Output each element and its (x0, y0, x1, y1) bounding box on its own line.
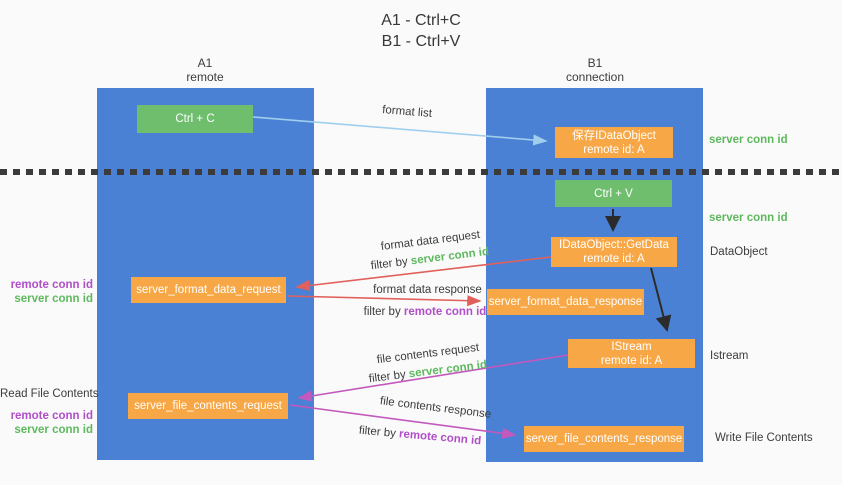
label-filter-remote-1: filter by remote conn id (340, 306, 510, 319)
label-read-file-contents: Read File Contents (0, 388, 99, 400)
right-column-role: connection (565, 70, 625, 84)
node-getdata-line2: remote id: A (583, 253, 645, 265)
node-ctrl-v: Ctrl + V (555, 180, 672, 207)
label-istream-side: Istream (710, 350, 749, 362)
label-filter-by-1: filter by (370, 255, 412, 273)
node-ctrl-v-label: Ctrl + V (594, 187, 633, 200)
label-server-conn-id-left-2: server conn id (14, 424, 93, 436)
label-filter-by-3: filter by (368, 368, 410, 386)
label-remote-conn-id-filter-1: remote conn id (403, 306, 487, 318)
node-istream: IStream remote id: A (568, 339, 695, 368)
node-istream-label: IStream remote id: A (601, 340, 662, 368)
label-server-conn-id-left-1: server conn id (14, 293, 93, 305)
node-istream-line1: IStream (611, 340, 652, 353)
node-save-dataobject-label: 保存IDataObject remote id: A (572, 129, 656, 157)
node-file-request: server_file_contents_request (128, 393, 288, 419)
label-conn-ids-left-1: remote conn id server conn id (0, 278, 93, 306)
label-server-conn-id-right-2: server conn id (709, 212, 788, 224)
label-dataobject: DataObject (710, 246, 768, 258)
node-format-request: server_format_data_request (131, 277, 286, 303)
node-ctrl-c: Ctrl + C (137, 105, 253, 133)
right-column-header: B1 connection (540, 56, 650, 84)
label-conn-ids-left-2: remote conn id server conn id (0, 409, 93, 437)
label-filter-by-4: filter by (358, 424, 400, 441)
label-remote-conn-id-left-2: remote conn id (10, 410, 93, 422)
label-format-list: format list (381, 104, 433, 120)
label-format-data-response: format data response (373, 284, 482, 296)
node-file-request-label: server_file_contents_request (134, 400, 282, 412)
node-getdata-line1: IDataObject::GetData (559, 239, 669, 251)
title-line-1: A1 - Ctrl+C (381, 12, 461, 29)
node-file-response: server_file_contents_response (524, 426, 684, 452)
left-column-header: A1 remote (150, 56, 260, 84)
node-format-response-label: server_format_data_response (488, 296, 643, 308)
node-save-dataobject-line2: remote id: A (583, 143, 645, 156)
left-column-role: remote (186, 70, 224, 84)
left-column-name: A1 (197, 56, 213, 70)
node-getdata: IDataObject::GetData remote id: A (551, 237, 677, 267)
diagram-title: A1 - Ctrl+C B1 - Ctrl+V (0, 10, 842, 52)
title-line-2: B1 - Ctrl+V (381, 33, 461, 50)
label-remote-conn-id-left-1: remote conn id (10, 279, 93, 291)
label-filter-by-2: filter by (363, 306, 404, 318)
node-format-request-label: server_format_data_request (136, 284, 281, 296)
node-save-dataobject-line1: 保存IDataObject (572, 129, 656, 142)
right-column-name: B1 (587, 56, 603, 70)
label-write-file-contents: Write File Contents (715, 432, 813, 444)
node-format-response: server_format_data_response (487, 289, 644, 315)
node-getdata-label: IDataObject::GetData remote id: A (559, 238, 669, 266)
label-server-conn-id-right-1: server conn id (709, 134, 788, 146)
node-file-response-label: server_file_contents_response (525, 433, 683, 445)
label-remote-conn-id-filter-2: remote conn id (398, 428, 482, 448)
node-save-dataobject: 保存IDataObject remote id: A (555, 127, 673, 158)
node-ctrl-c-label: Ctrl + C (175, 113, 215, 125)
dashed-separator (0, 169, 842, 175)
label-filter-remote-2: filter by remote conn id (335, 423, 505, 451)
node-istream-line2: remote id: A (600, 354, 663, 367)
